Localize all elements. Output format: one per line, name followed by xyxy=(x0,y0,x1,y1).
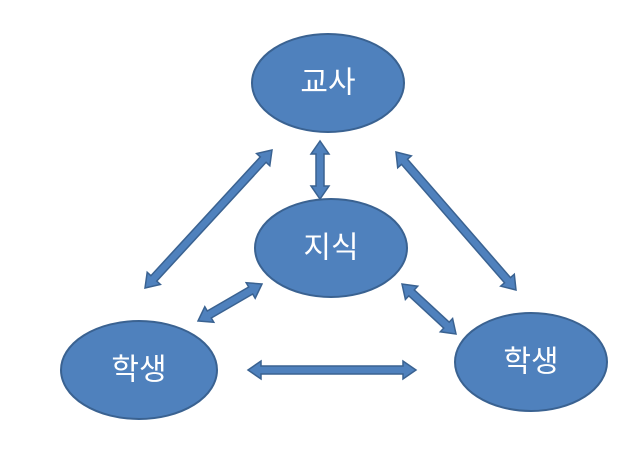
arrow-knowledge-student-left xyxy=(196,281,264,324)
arrow-teacher-student-left xyxy=(144,149,273,289)
node-knowledge-label: 지식 xyxy=(303,231,358,266)
node-student-left-label: 학생 xyxy=(111,353,166,388)
node-student-right: 학생 xyxy=(454,312,608,412)
node-student-left-shape xyxy=(60,320,218,420)
arrow-knowledge-student-right xyxy=(401,283,457,335)
arrow-student-left-student-right xyxy=(246,359,418,381)
node-teacher-shape xyxy=(251,33,405,133)
node-student-right-shape xyxy=(454,312,608,412)
node-teacher: 교사 xyxy=(251,33,405,133)
arrow-teacher-student-right xyxy=(395,151,517,291)
arrow-teacher-knowledge xyxy=(309,139,331,201)
node-knowledge: 지식 xyxy=(254,198,408,298)
node-knowledge-shape xyxy=(254,198,408,298)
node-student-left: 학생 xyxy=(60,320,218,420)
node-teacher-label: 교사 xyxy=(300,66,355,101)
node-student-right-label: 학생 xyxy=(503,345,558,380)
